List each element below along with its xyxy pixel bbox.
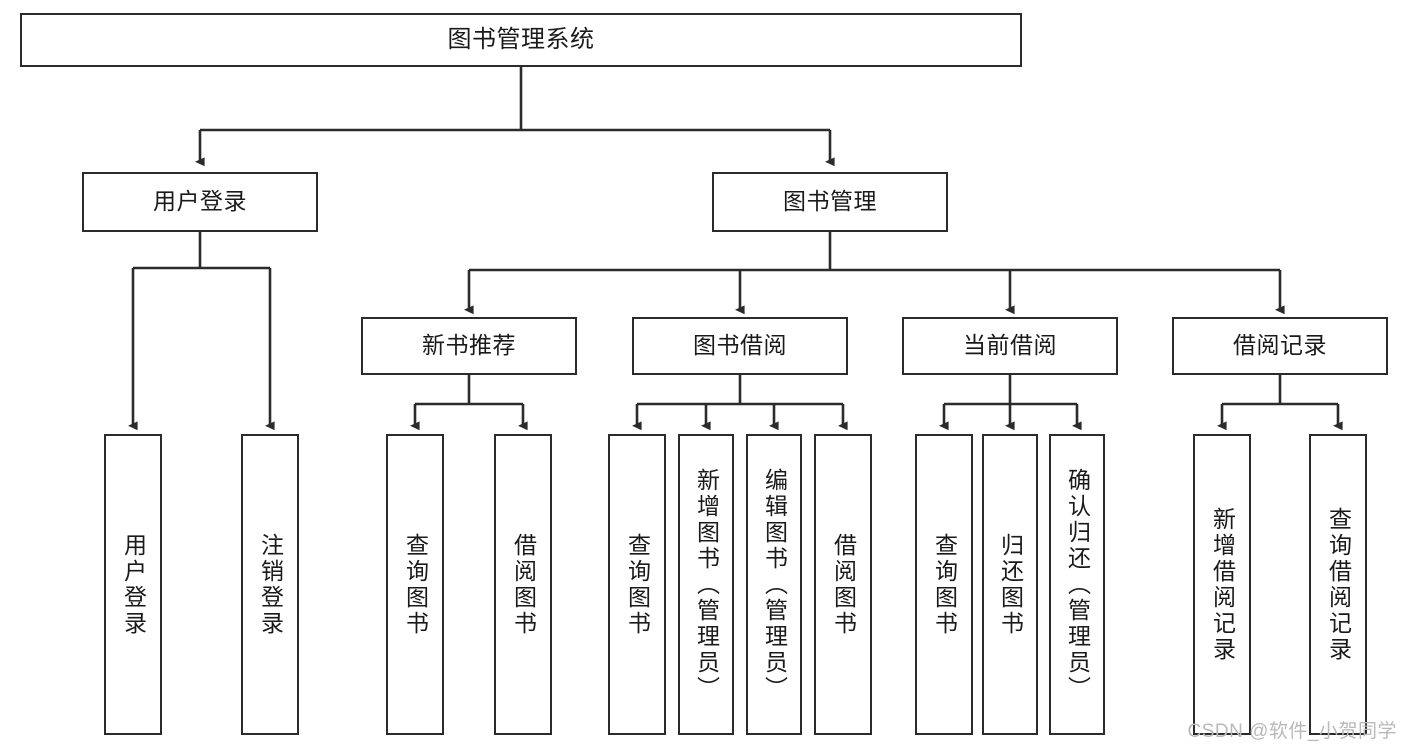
leaf-edit-book-admin[interactable]: 编辑图书（管理员） [746,434,802,735]
node-label: 用户登录 [120,532,147,637]
leaf-query-books-current[interactable]: 查询图书 [915,434,973,735]
leaf-query-books-borrowing[interactable]: 查询图书 [608,434,666,735]
leaf-borrow-books-recommendation[interactable]: 借阅图书 [494,434,552,735]
node-book-management[interactable]: 图书管理 [712,172,948,232]
node-label: 图书管理系统 [447,25,595,53]
leaf-user-login[interactable]: 用户登录 [104,434,162,735]
node-label: 查询图书 [624,532,651,637]
node-label: 借阅图书 [830,532,857,637]
watermark-text: CSDN @软件_小贺同学 [1187,721,1397,742]
node-label: 当前借阅 [963,332,1057,359]
leaf-borrow-books-borrowing[interactable]: 借阅图书 [814,434,872,735]
node-label: 查询图书 [402,532,429,637]
node-label: 归还图书 [997,532,1024,637]
node-root-book-management-system[interactable]: 图书管理系统 [20,13,1022,67]
node-label: 借阅图书 [510,532,537,637]
node-label: 查询借阅记录 [1325,506,1352,663]
node-current-borrowing[interactable]: 当前借阅 [902,317,1118,375]
leaf-query-books-recommendation[interactable]: 查询图书 [386,434,444,735]
node-label: 图书借阅 [693,332,787,359]
node-label: 借阅记录 [1233,332,1327,359]
node-label: 用户登录 [153,188,247,215]
node-label: 确认归还（管理员） [1064,467,1091,702]
leaf-return-books[interactable]: 归还图书 [982,434,1038,735]
node-label: 编辑图书（管理员） [761,467,788,702]
node-user-login[interactable]: 用户登录 [82,172,318,232]
node-label: 查询图书 [931,532,958,637]
node-new-book-recommendation[interactable]: 新书推荐 [361,317,577,375]
leaf-add-book-admin[interactable]: 新增图书（管理员） [678,434,734,735]
leaf-logout[interactable]: 注销登录 [241,434,299,735]
node-label: 图书管理 [783,188,877,215]
node-label: 注销登录 [257,532,284,637]
node-label: 新书推荐 [422,332,516,359]
leaf-add-borrowing-record[interactable]: 新增借阅记录 [1193,434,1251,735]
node-book-borrowing[interactable]: 图书借阅 [632,317,848,375]
leaf-confirm-return-admin[interactable]: 确认归还（管理员） [1049,434,1105,735]
leaf-query-borrowing-record[interactable]: 查询借阅记录 [1309,434,1367,735]
node-borrowing-records[interactable]: 借阅记录 [1172,317,1388,375]
node-label: 新增借阅记录 [1209,506,1236,663]
node-label: 新增图书（管理员） [693,467,720,702]
